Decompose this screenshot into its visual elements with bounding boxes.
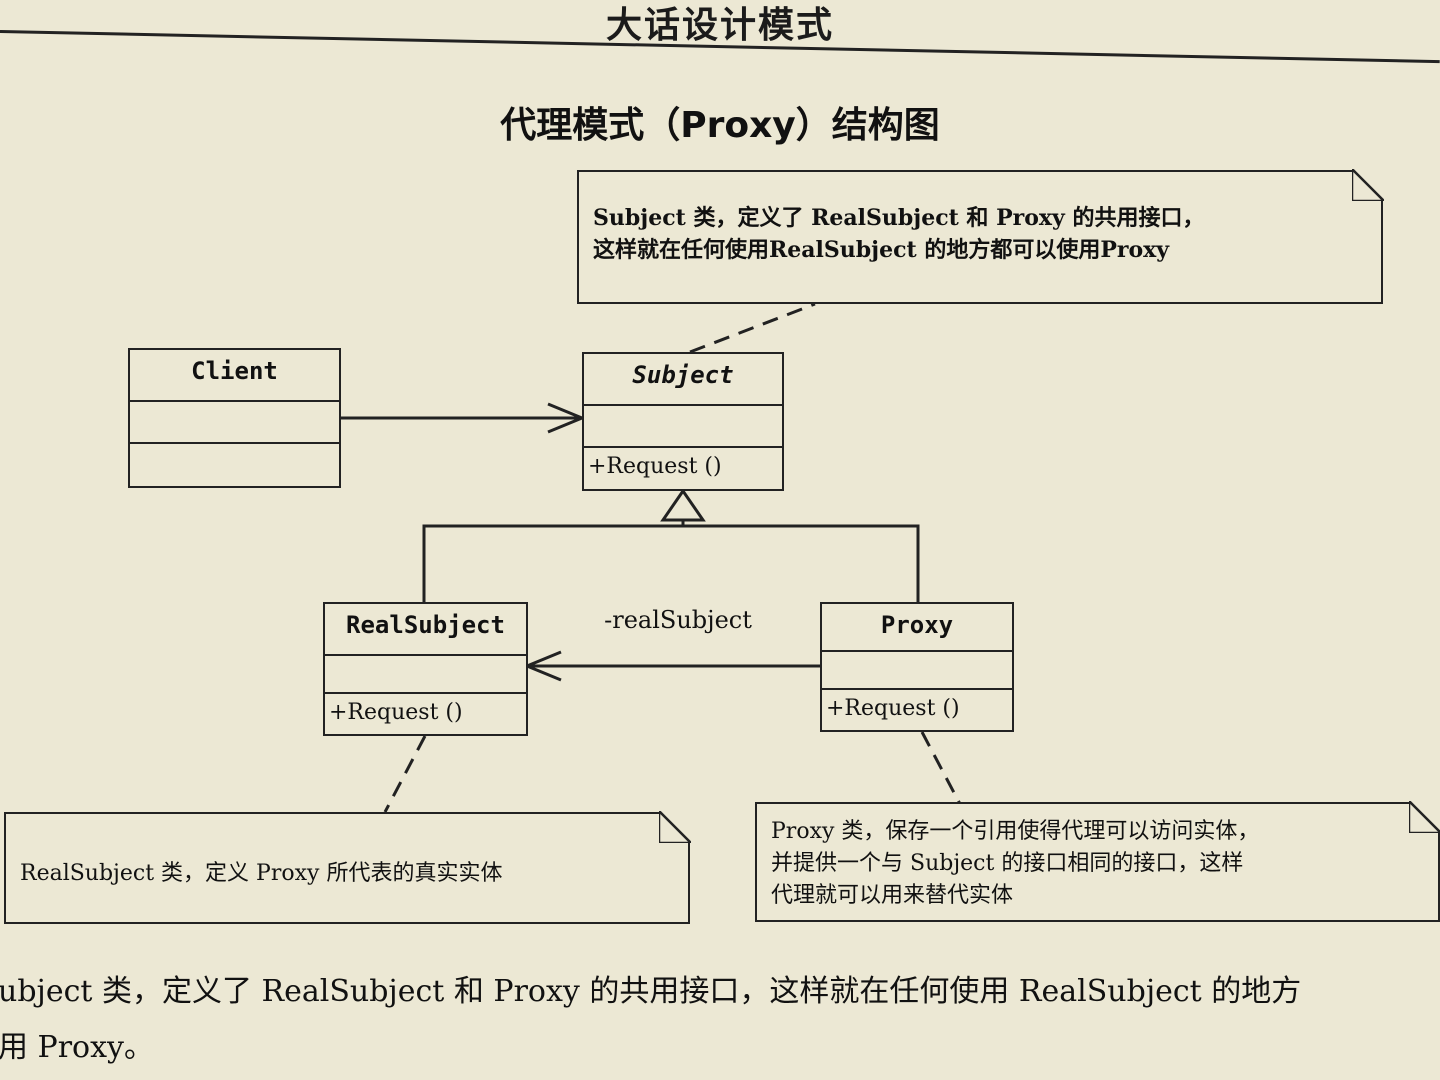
subject-note-link — [689, 302, 816, 354]
class-proxy-name: Proxy — [822, 604, 1012, 652]
class-client-attributes — [130, 402, 339, 444]
class-subject: Subject +Request () — [582, 352, 784, 491]
note-fold-icon — [659, 811, 691, 843]
class-subject-operation: +Request () — [588, 454, 722, 479]
real-subject-note-link — [383, 735, 427, 813]
class-proxy: Proxy +Request () — [820, 602, 1014, 732]
generalization-branches — [422, 524, 920, 602]
association-label: -realSubject — [604, 606, 752, 634]
proxy-note-link — [920, 731, 962, 805]
proxy-note-line-3: 代理就可以用来替代实体 — [771, 883, 1014, 908]
class-client-operations — [130, 444, 339, 486]
body-text-line-2: 用 Proxy。 — [0, 1030, 154, 1065]
class-proxy-attributes — [822, 652, 1012, 690]
class-subject-attributes — [584, 406, 782, 448]
subject-note-line-2: 这样就在任何使用RealSubject 的地方都可以使用Proxy — [593, 237, 1170, 263]
generalization-triangle — [660, 488, 706, 522]
diagram-title: 代理模式（Proxy）结构图 — [500, 105, 940, 146]
subject-note-line-1: Subject 类，定义了 RealSubject 和 Proxy 的共用接口， — [593, 205, 1205, 231]
body-text-line-1: ubject 类，定义了 RealSubject 和 Proxy 的共用接口，这… — [0, 974, 1302, 1009]
class-real-subject-name: RealSubject — [325, 604, 526, 656]
book-header-title: 大话设计模式 — [605, 5, 834, 46]
real-subject-note-line-1: RealSubject 类，定义 Proxy 所代表的真实实体 — [20, 861, 503, 886]
real-subject-note: RealSubject 类，定义 Proxy 所代表的真实实体 — [4, 811, 691, 924]
subject-note: Subject 类，定义了 RealSubject 和 Proxy 的共用接口，… — [577, 169, 1384, 304]
class-client: Client — [128, 348, 341, 488]
class-real-subject: RealSubject +Request () — [323, 602, 528, 736]
note-fold-icon — [1352, 169, 1384, 201]
note-fold-icon — [1409, 801, 1440, 833]
class-subject-name: Subject — [584, 354, 782, 406]
class-client-name: Client — [130, 350, 339, 402]
proxy-note-line-1: Proxy 类，保存一个引用使得代理可以访问实体， — [771, 819, 1260, 844]
proxy-note-line-2: 并提供一个与 Subject 的接口相同的接口，这样 — [771, 851, 1244, 876]
class-proxy-operation: +Request () — [826, 696, 960, 721]
class-real-subject-attributes — [325, 656, 526, 694]
proxy-note: Proxy 类，保存一个引用使得代理可以访问实体， 并提供一个与 Subject… — [755, 801, 1440, 922]
class-real-subject-operation: +Request () — [329, 700, 463, 725]
